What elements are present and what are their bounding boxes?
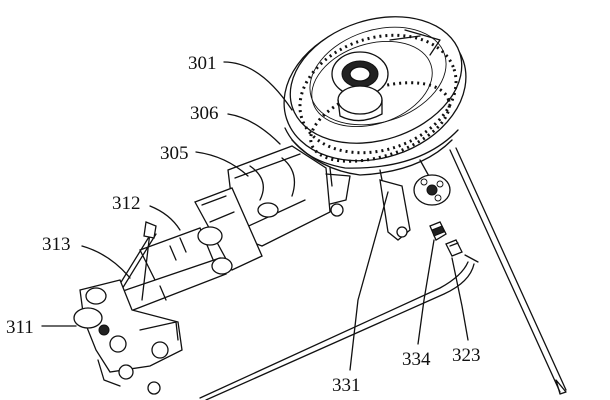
label-301: 301 [188, 53, 217, 74]
label-311: 311 [6, 317, 34, 338]
label-306: 306 [190, 103, 219, 124]
valve-body [73, 279, 183, 395]
label-305: 305 [160, 143, 189, 164]
valve-tubes [119, 226, 233, 313]
nut-334 [429, 221, 447, 241]
long-rod [449, 147, 567, 395]
label-312: 312 [112, 193, 141, 214]
mixing-tube [194, 145, 351, 271]
label-313: 313 [42, 234, 71, 255]
leader-lines [41, 61, 469, 371]
label-334: 334 [402, 349, 431, 370]
label-323: 323 [452, 345, 481, 366]
label-331: 331 [332, 375, 361, 396]
fitting-323 [445, 239, 463, 257]
burner-head [283, 16, 467, 191]
